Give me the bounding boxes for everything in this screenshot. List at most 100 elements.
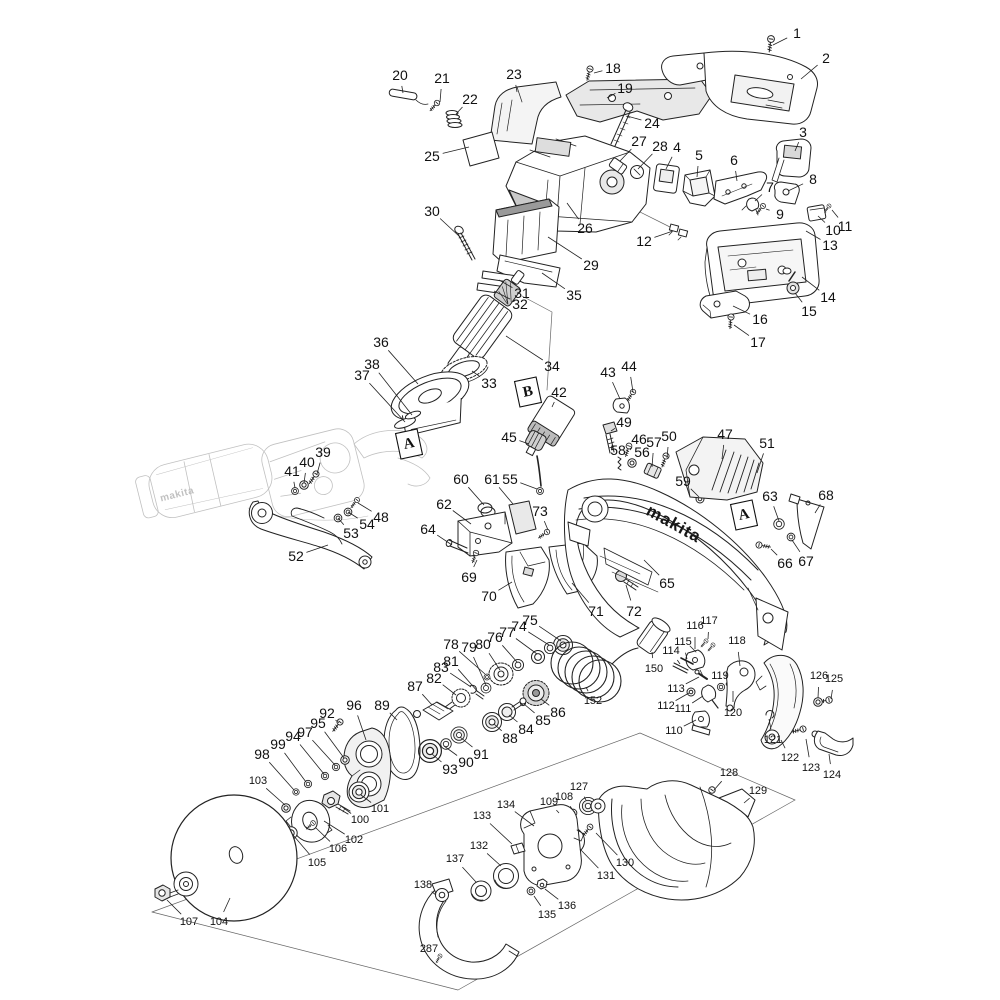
part-callout-29: 29 [547,236,599,273]
part-83-clip [469,684,477,694]
part-80-gear [488,662,514,686]
part-callout-58: 58 [610,442,626,458]
part-callout-69: 69 [461,559,478,585]
part-callout-110: 110 [665,719,697,737]
part-number-12: 12 [636,233,652,249]
part-callout-9: 9 [765,206,784,222]
leader-line-85 [523,703,535,714]
part-number-63: 63 [762,488,778,504]
part-callout-123: 123 [802,738,820,774]
part-callout-82: 82 [426,670,457,696]
part-callout-54: 54 [347,511,375,532]
part-callout-4: 4 [665,139,681,170]
leader-line-73 [543,520,549,531]
leader-line-75 [538,625,562,642]
part-callout-100: 100 [340,805,369,826]
part-callout-150: 150 [645,651,663,675]
part-number-152: 152 [584,695,602,707]
part-number-5: 5 [695,147,703,163]
part-callout-81: 81 [443,653,479,693]
part-callout-108: 108 [555,791,573,810]
leader-line-32 [493,290,511,300]
part-callout-36: 36 [373,334,419,385]
part-number-69: 69 [461,569,477,585]
view-box-frame [513,376,543,408]
part-number-78: 78 [443,636,459,652]
leader-line-104 [223,897,231,913]
part-number-32: 32 [512,296,528,312]
part-callout-27: 27 [619,133,647,162]
part-134-cover-plate [520,804,585,886]
part-callout-45: 45 [501,429,530,445]
part-callout-18: 18 [593,60,621,76]
part-number-28: 28 [652,138,668,154]
part-114-pin [672,662,689,674]
part-number-117: 117 [700,615,718,627]
leader-line-40 [303,472,306,484]
part-callout-93: 93 [431,753,458,777]
part-number-43: 43 [600,364,616,380]
part-number-112: 112 [657,700,675,712]
leader-line-59 [690,488,700,498]
part-number-125: 125 [825,673,843,685]
part-number-91: 91 [473,746,489,762]
leader-line-48 [357,502,372,512]
leader-line-128 [713,780,723,791]
leader-line-17 [733,324,750,336]
leader-line-121 [768,718,772,730]
part-callout-17: 17 [733,324,766,350]
part-callout-21: 21 [434,70,450,103]
part-callout-101: 101 [360,794,389,815]
part-62-bracket [457,511,513,557]
part-1-screw [765,34,776,53]
leader-line-64 [436,534,453,546]
part-callout-136: 136 [544,888,576,912]
part-number-74: 74 [511,618,527,634]
part-callout-128: 128 [713,767,738,791]
part-callout-133: 133 [473,810,513,845]
part-callout-2: 2 [800,50,830,80]
part-number-122: 122 [781,752,799,764]
leader-line-29 [547,236,583,260]
part-126-washer [813,697,823,707]
part-number-66: 66 [777,555,793,571]
part-18-screw [583,64,595,82]
part-6-plate [713,171,768,205]
leader-line-109 [556,809,560,814]
part-number-115: 115 [674,636,692,648]
leader-line-5 [696,165,699,178]
part-callout-118: 118 [728,635,746,667]
ghost-makita-logo: makita [159,485,195,504]
leader-line-78 [458,650,486,675]
part-27-pin [608,157,628,175]
part-30-screw [454,225,476,261]
part-117-screw-a [699,637,710,649]
part-callout-138: 138 [414,879,437,896]
part-callout-7: 7 [754,179,774,202]
leader-line-76 [501,645,518,663]
part-callout-72: 72 [625,584,642,619]
part-110-holder [691,710,711,736]
leader-line-66 [770,548,778,556]
part-callout-11: 11 [831,209,852,234]
part-callout-60: 60 [453,471,485,506]
part-number-101: 101 [371,803,389,815]
part-callout-114: 114 [662,645,681,665]
leader-line-68 [814,504,821,514]
part-25-label-plate [462,131,500,167]
part-75-bearing [553,635,573,655]
part-number-15: 15 [801,303,817,319]
part-callout-8: 8 [787,171,817,192]
part-129-safety-cover [590,780,756,901]
leader-line-10 [817,215,826,223]
part-number-94: 94 [285,728,301,744]
part-callout-73: 73 [532,503,549,531]
leader-line-60 [468,486,485,506]
part-number-133: 133 [473,810,491,822]
part-callout-113: 113 [667,676,700,695]
part-blade-case: makita [563,478,789,651]
part-119-washer [716,682,726,692]
leader-line-90 [443,745,458,756]
part-number-96: 96 [346,697,362,713]
